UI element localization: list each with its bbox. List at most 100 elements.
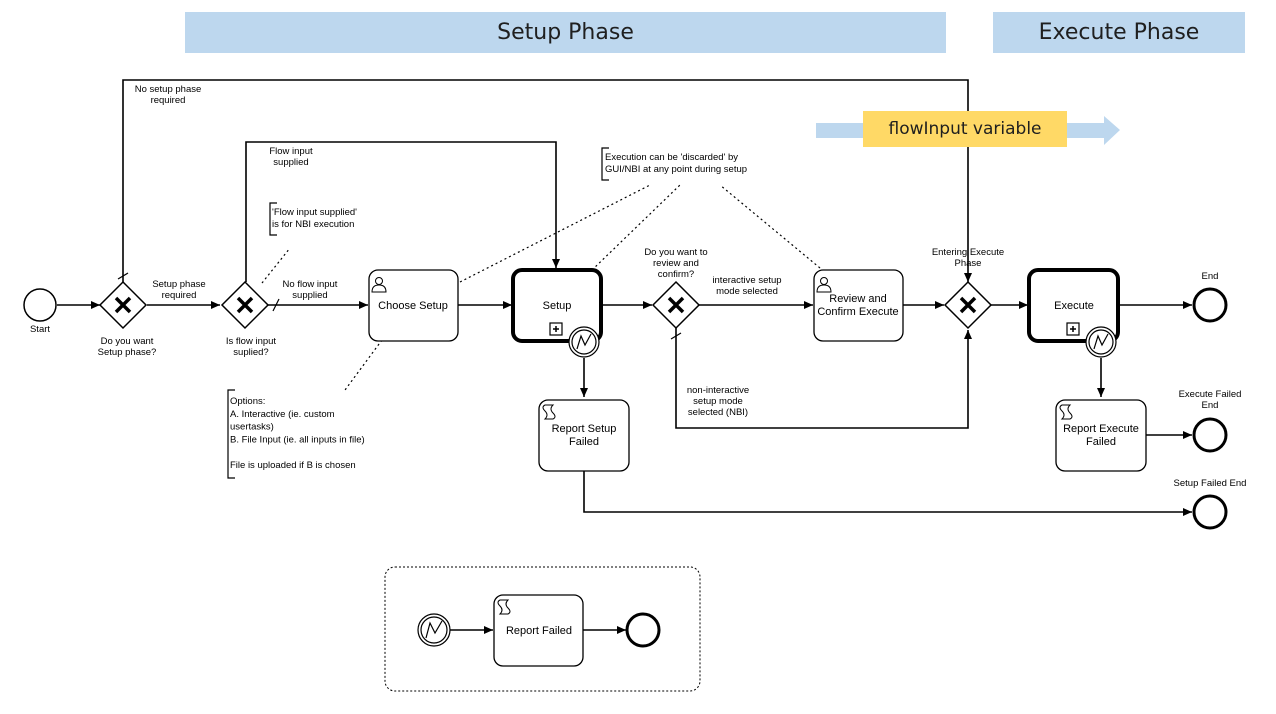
text-line: Phase (955, 258, 982, 269)
text-line: Report Execute (1063, 423, 1139, 435)
text-line: GUI/NBI at any point during setup (605, 164, 747, 175)
text-line: No flow input (283, 279, 338, 290)
legend-end-event (625, 612, 661, 648)
user-task-icon (371, 277, 387, 293)
text-line: Entering Execute (932, 247, 1004, 258)
user-task-icon (816, 277, 832, 293)
execute-failed-end-event (1192, 417, 1228, 453)
script-task-icon (1059, 404, 1073, 420)
task-review-confirm (813, 269, 904, 342)
text-line: Setup (543, 300, 572, 312)
task-choose-setup (368, 269, 459, 342)
text-line: Options: (230, 396, 265, 407)
text-line: review and (653, 258, 699, 269)
text-line: Execute Failed (1179, 389, 1242, 400)
task-choose-setup-label: Choose Setup (378, 300, 448, 312)
setup-error-boundary-event (568, 326, 600, 358)
text-line: Is flow input (226, 336, 277, 347)
text-line: non-interactive (687, 385, 749, 396)
setup-phase-banner: Setup Phase (185, 12, 946, 53)
text-line: Do you want (101, 336, 154, 347)
error-subprocess-box (384, 566, 701, 692)
text-line: interactive setup (712, 275, 781, 286)
legend-error-start-event (417, 613, 451, 647)
flow-input-variable-label: flowInput variable (863, 111, 1067, 147)
text-line: B. File Input (ie. all inputs in file) (230, 434, 365, 445)
sequence-flows (57, 79, 1192, 634)
text-line: supplied (292, 290, 327, 301)
text-line: Setup phase (152, 279, 205, 290)
text-line: required (151, 95, 186, 106)
text-line: Flow input (269, 146, 313, 157)
subprocess-plus-icon (549, 322, 563, 336)
text-line: setup mode (693, 396, 743, 407)
start-event-label: Start (30, 324, 50, 335)
text-line: Execute (1054, 300, 1094, 312)
text-line: suplied? (233, 347, 268, 358)
task-report-setup-failed (538, 399, 630, 472)
script-task-icon (542, 404, 556, 420)
execute-phase-banner: Execute Phase (993, 12, 1245, 53)
task-report-failed (493, 594, 584, 667)
gateway-setup-phase (98, 280, 148, 330)
flow-flow-input-supplied (245, 141, 560, 282)
task-setup-label: Setup (543, 300, 572, 312)
task-report-execute-failed (1055, 399, 1147, 472)
text-line: No setup phase (135, 84, 202, 95)
task-execute-label: Execute (1054, 300, 1094, 312)
execute-error-boundary-event (1085, 326, 1117, 358)
text-line: required (162, 290, 197, 301)
annotation-nbi-note: 'Flow input supplied'is for NBI executio… (272, 207, 357, 230)
text-line: End (1202, 400, 1219, 411)
gateway-flow-input (220, 280, 270, 330)
text-line: Setup phase? (98, 347, 157, 358)
flow-report-setup-to-end (583, 471, 1192, 516)
associations (261, 184, 821, 391)
text-line: Report Failed (506, 625, 572, 637)
text-line: 'Flow input supplied' (272, 207, 357, 218)
default-markers (117, 272, 682, 340)
text-line: Confirm Execute (817, 306, 898, 318)
text-line: Failed (1086, 436, 1116, 448)
subprocess-plus-icon (1066, 322, 1080, 336)
script-task-icon (497, 599, 511, 615)
annotation-brackets (227, 147, 609, 479)
text-line: confirm? (658, 269, 694, 280)
text-line: selected (NBI) (688, 407, 748, 418)
text-line: Choose Setup (378, 300, 448, 312)
gateway-review (651, 280, 701, 330)
setup-failed-end-event (1192, 494, 1228, 530)
annotation-options-note: Options: A. Interactive (ie. custom userta… (230, 396, 365, 471)
task-report-failed-label: Report Failed (506, 625, 572, 637)
text-line: supplied (273, 157, 308, 168)
text-line: Execution can be 'discarded' by (605, 152, 738, 163)
text-line: usertasks) (230, 422, 274, 433)
text-line (230, 447, 233, 458)
text-line: File is uploaded if B is chosen (230, 460, 356, 471)
setup-failed-end-label: Setup Failed End (1174, 478, 1247, 489)
start-event (23, 288, 57, 322)
text-line: Failed (569, 436, 599, 448)
task-setup (511, 268, 603, 343)
text-line: A. Interactive (ie. custom (230, 409, 335, 420)
text-line: mode selected (716, 286, 778, 297)
text-line: Do you want to (644, 247, 707, 258)
flow-no-setup-required (122, 79, 972, 282)
text-line: is for NBI execution (272, 219, 354, 230)
task-execute (1027, 268, 1120, 343)
